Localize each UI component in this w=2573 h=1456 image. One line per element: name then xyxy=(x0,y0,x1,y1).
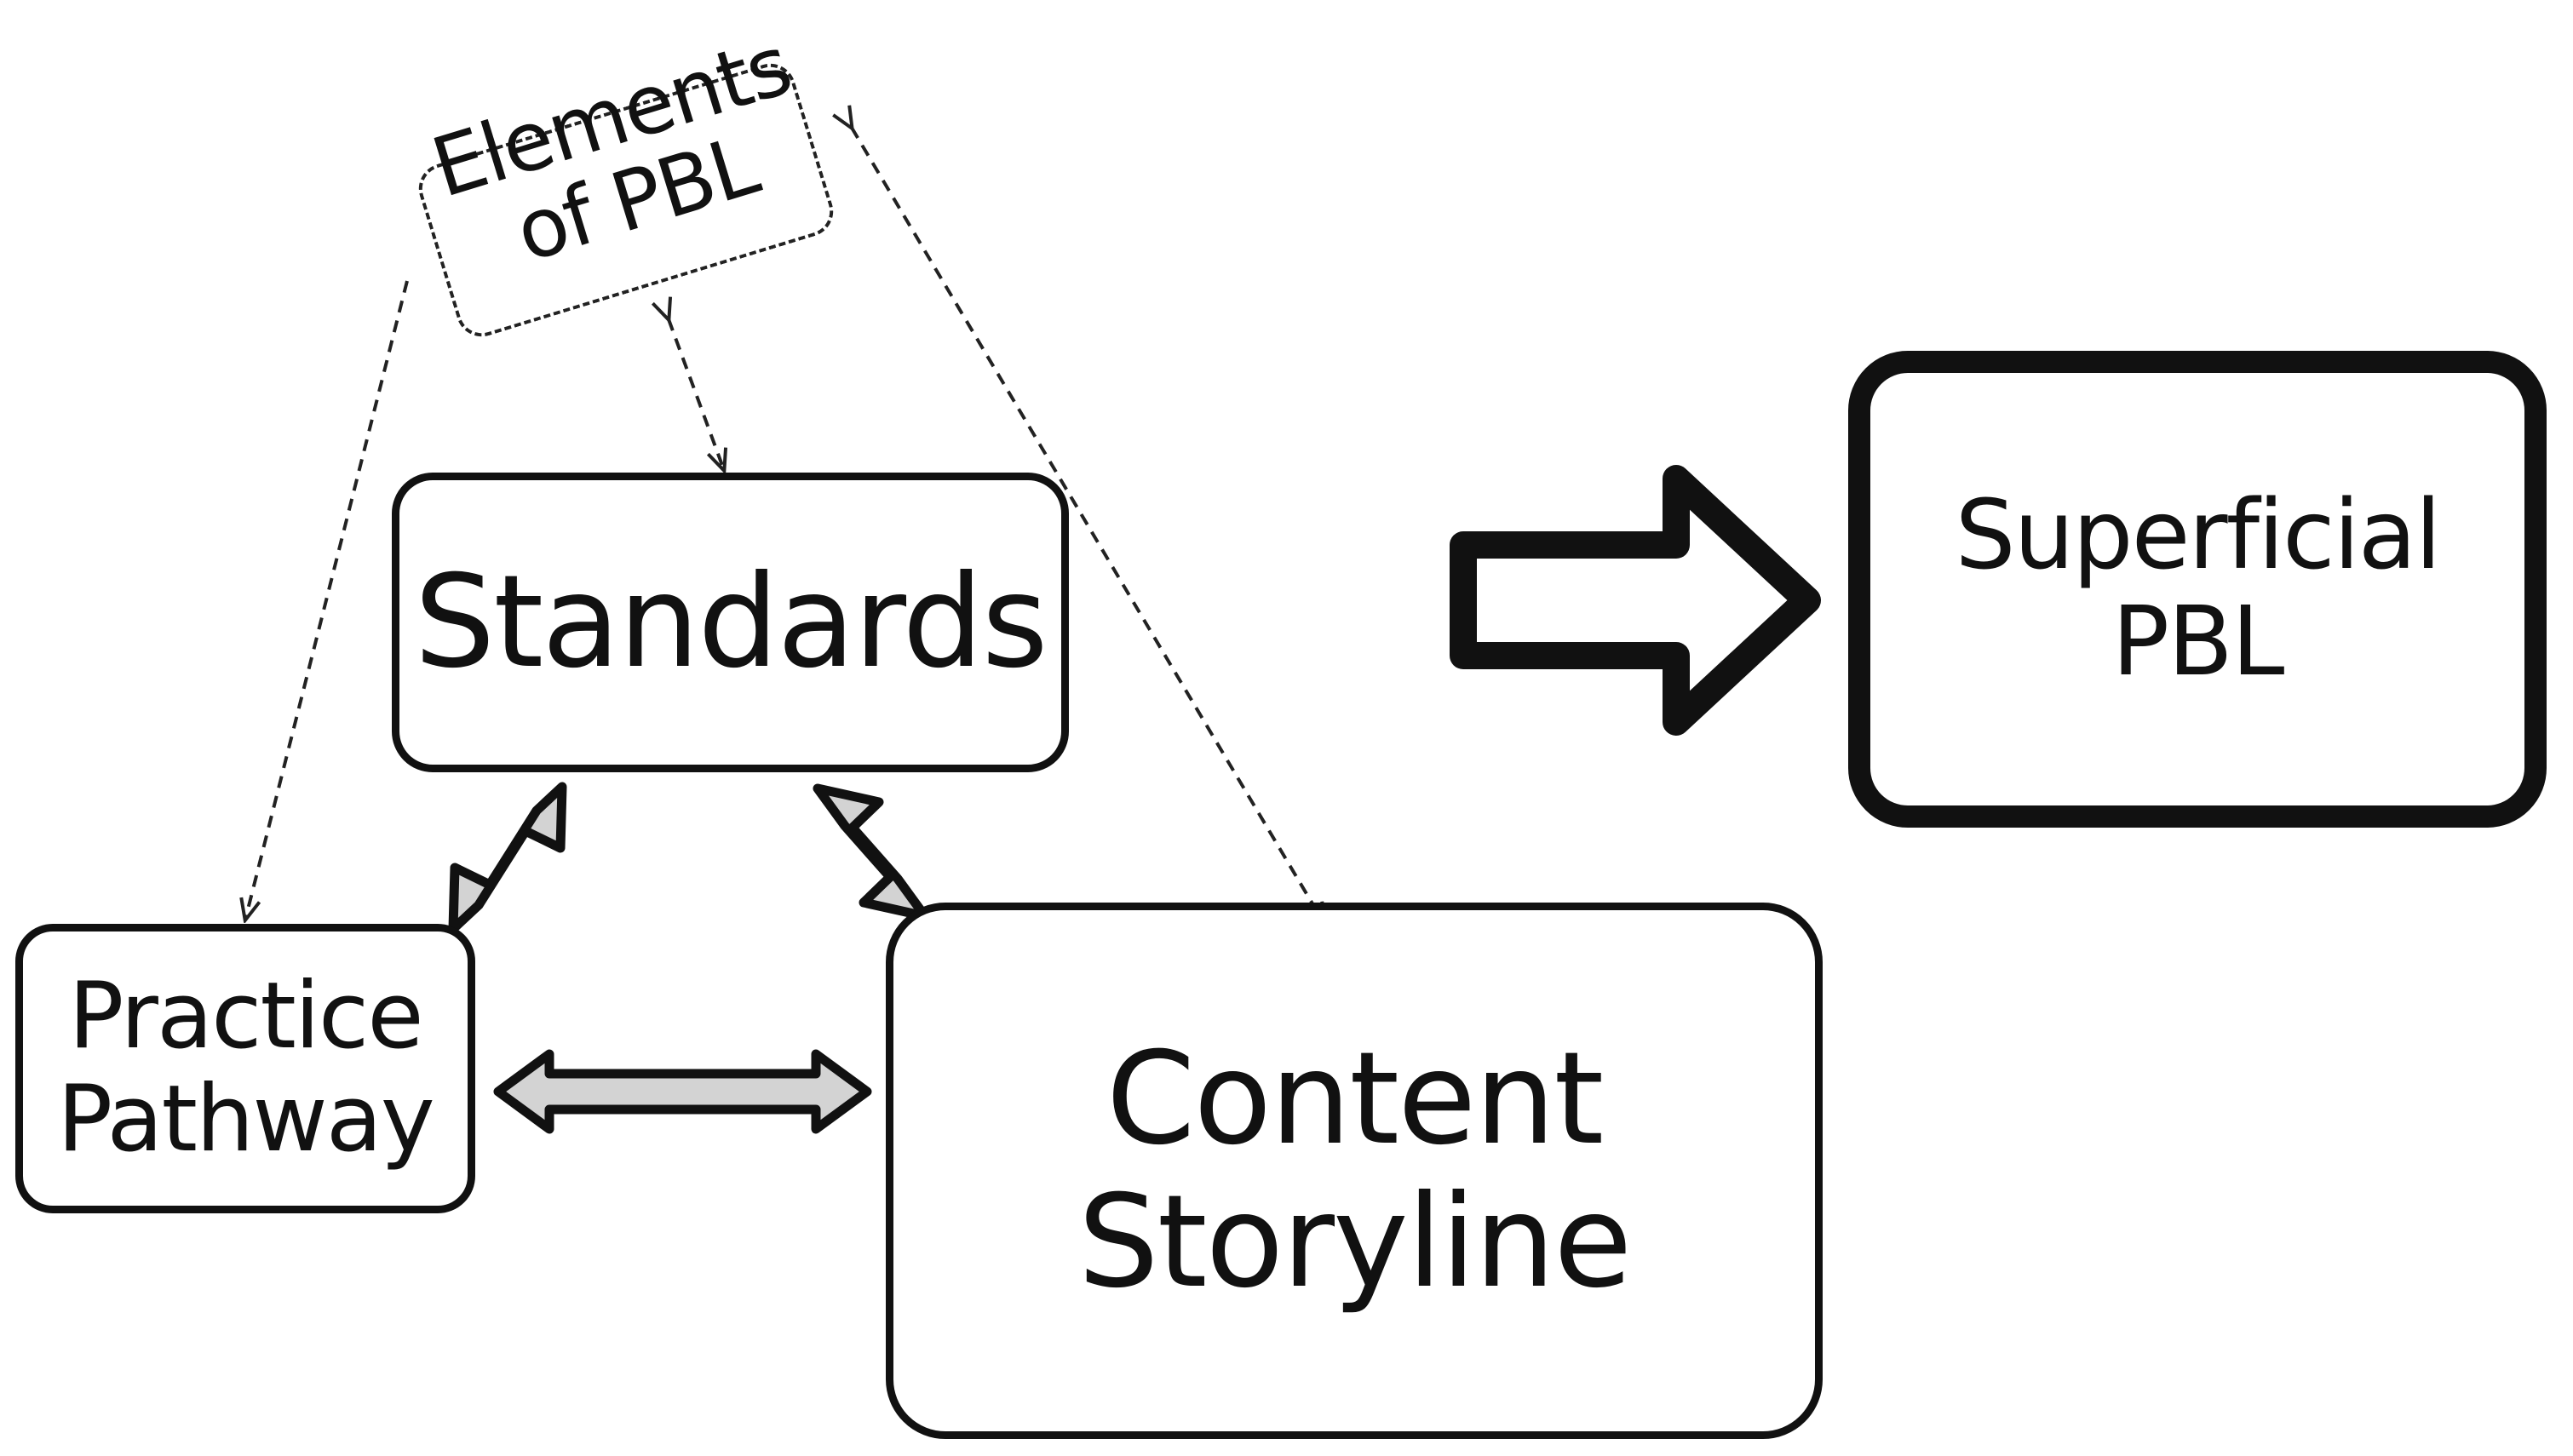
practice-pathway-box: Practice Pathway xyxy=(15,924,475,1213)
dashed-connector-elements-practice xyxy=(245,280,409,920)
standards-label: Standards xyxy=(414,548,1048,696)
content-label-line-2: Storyline xyxy=(1077,1168,1633,1316)
block-arrow-to-superficial xyxy=(1450,465,1821,736)
content-storyline-box: Content Storyline xyxy=(886,903,1823,1439)
elements-of-pbl-node: Elements of PBL xyxy=(379,18,869,366)
double-arrow-standards-content xyxy=(813,783,930,921)
standards-box: Standards xyxy=(392,473,1069,772)
double-arrow-practice-content xyxy=(493,1049,872,1134)
practice-label-line-2: Pathway xyxy=(57,1066,435,1172)
double-arrow-standards-practice xyxy=(448,782,567,934)
superficial-pbl-box: Superficial PBL xyxy=(1848,351,2547,828)
dashed-connector-elements-content xyxy=(852,128,1324,924)
dashed-connector-elements-standards xyxy=(669,319,724,470)
content-label-line-1: Content xyxy=(1106,1025,1605,1173)
practice-label-line-1: Practice xyxy=(68,963,423,1070)
superficial-pbl-label: Superficial PBL xyxy=(1955,479,2441,697)
